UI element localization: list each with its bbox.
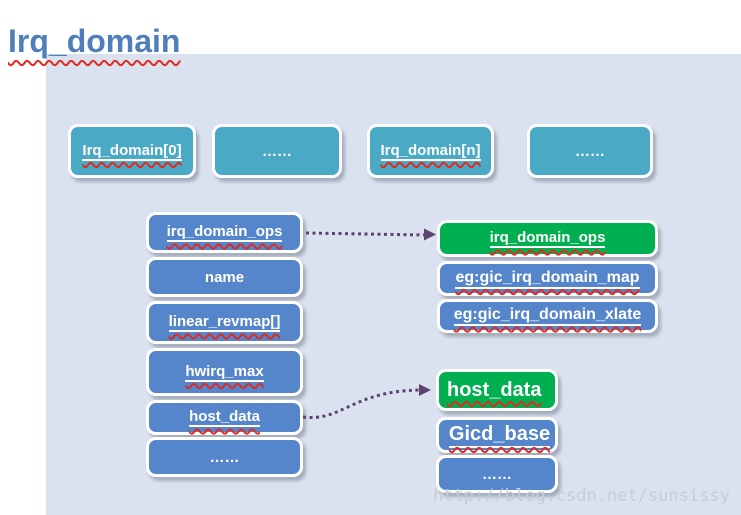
- field-host-data: host_data: [146, 400, 303, 435]
- field-label: name: [204, 268, 245, 286]
- field-linear-revmap: linear_revmap[]: [146, 301, 303, 344]
- node-irq-domain-0: Irq_domain[0]: [68, 124, 196, 178]
- detail-label: ……: [482, 465, 512, 483]
- watermark-text: http://blog.csdn.net/sunsissy: [433, 486, 730, 506]
- page-title: Irq_domain: [8, 23, 181, 60]
- field-label: linear_revmap[]: [168, 313, 281, 332]
- detail-label: eg:gic_irq_domain_map: [455, 269, 640, 289]
- detail-label: host_data: [447, 378, 542, 401]
- field-hwirq-max: hwirq_max: [146, 348, 303, 396]
- field-label: irq_domain_ops: [166, 223, 283, 242]
- node-label: ……: [575, 142, 605, 160]
- node-ellipsis-instances-2: ……: [527, 124, 653, 178]
- field-ellipsis: ……: [146, 437, 303, 477]
- field-irq-domain-ops: irq_domain_ops: [146, 212, 303, 253]
- node-irq-domain-n: Irq_domain[n]: [367, 124, 494, 178]
- node-ellipsis-instances-1: ……: [212, 124, 342, 178]
- detail-gic-irq-domain-map: eg:gic_irq_domain_map: [437, 261, 658, 296]
- detail-gic-irq-domain-xlate: eg:gic_irq_domain_xlate: [437, 299, 658, 333]
- field-label: host_data: [189, 408, 260, 427]
- field-name: name: [146, 257, 303, 297]
- node-label: Irq_domain[n]: [380, 141, 481, 161]
- node-label: ……: [262, 142, 292, 160]
- detail-label: Gicd_base: [448, 423, 551, 448]
- detail-label: irq_domain_ops: [489, 229, 606, 248]
- detail-label: eg:gic_irq_domain_xlate: [453, 306, 642, 326]
- detail-host-data-header: host_data: [436, 369, 558, 411]
- field-label: hwirq_max: [185, 362, 264, 382]
- detail-gicd-base: Gicd_base: [436, 417, 558, 453]
- field-label: ……: [209, 448, 240, 466]
- node-label: Irq_domain[0]: [82, 141, 182, 161]
- detail-irq-domain-ops-header: irq_domain_ops: [437, 220, 658, 257]
- detail-ellipsis: ……: [436, 455, 558, 493]
